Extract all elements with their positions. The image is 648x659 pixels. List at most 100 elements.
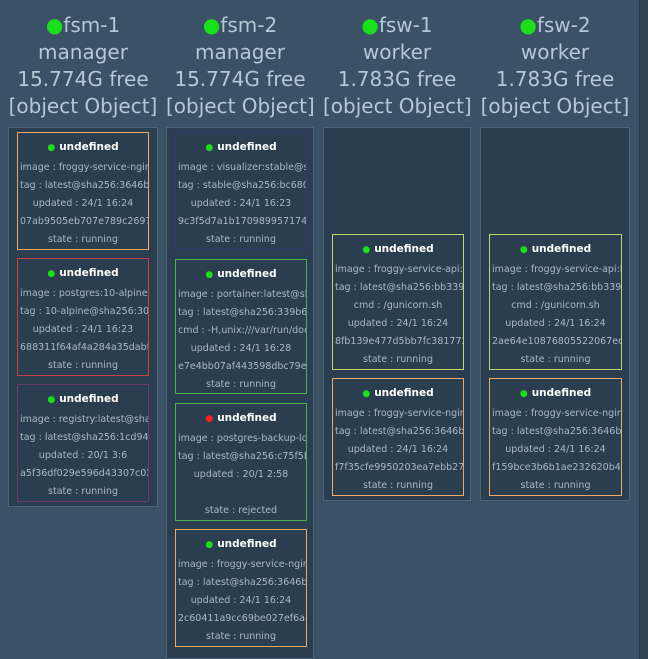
status-dot-icon: ● [519,13,537,37]
task-tag: tag : latest@sha256:3646bebb [335,426,463,437]
task-updated: updated : 24/1 16:24 [32,198,134,209]
task-state: state : running [206,631,276,642]
task-card[interactable]: ●undefined image : froggy-service-nginx:… [332,378,464,496]
node-role: manager [38,40,128,64]
task-tag: tag : latest@sha256:bb339d2b [492,282,621,293]
task-state: state : running [363,480,433,491]
task-state: state : running [48,234,118,245]
node-header: ●fsm-1 manager 15.774G free [object Obje… [8,12,158,120]
node-panel-fsw-1: ●undefined image : froggy-service-api:la… [323,127,471,501]
task-card[interactable]: ●undefined image : froggy-service-nginx:… [489,378,622,496]
running-status-icon: ● [205,270,214,280]
node-extra: [object Object] [166,94,315,118]
rejected-status-icon: ● [205,414,214,424]
task-image: image : registry:latest@sha256 [20,414,148,425]
task-updated: updated : 24/1 16:23 [32,324,134,335]
task-id: a5f36df029e596d43307c0293 [20,468,148,479]
running-status-icon: ● [205,143,214,153]
task-card[interactable]: ●undefined image : froggy-service-nginx:… [175,529,307,647]
task-image: image : froggy-service-nginx:la [178,559,306,570]
task-tag: tag : latest@sha256:3646bebb [492,426,621,437]
task-state: state : running [206,234,276,245]
status-dot-icon: ● [202,13,221,37]
task-card[interactable]: ●undefined image : visualizer:stable@sha… [175,132,307,250]
node-header: ●fsm-2 manager 15.774G free [object Obje… [166,12,315,120]
task-updated: updated : 20/1 3:6 [38,450,128,461]
task-id: 688311f64af4a284a35dabfef7 [20,342,148,353]
task-cmd: cmd : -H,unix:///var/run/docke [178,325,306,336]
node-header: ●fsw-2 worker 1.783G free [object Object… [480,12,630,120]
task-state: state : running [520,354,591,365]
node-extra: [object Object] [323,94,472,118]
task-title: undefined [374,243,434,255]
task-id: e7e4bb07af443598dbc79e575 [178,361,306,372]
task-title: undefined [531,243,592,255]
node-free-memory: 1.783G free [337,67,457,91]
task-tag: tag : stable@sha256:bc680132 [178,180,306,191]
task-image: image : postgres:10-alpine@sh [20,288,148,299]
running-status-icon: ● [205,540,214,550]
node-role: worker [520,40,590,64]
node-fsw-2: ●fsw-2 worker 1.783G free [object Object… [480,0,630,120]
running-status-icon: ● [362,245,371,255]
node-name: fsm-2 [220,13,278,37]
task-id: 9c3f5d7a1b170989957174ea9 [178,216,306,227]
task-cmd: cmd : /gunicorn.sh [511,300,600,311]
task-title: undefined [59,141,119,153]
task-title: undefined [217,538,277,550]
task-tag: tag : 10-alpine@sha256:30ac5 [20,306,148,317]
task-image: image : visualizer:stable@sha2 [178,162,306,173]
node-fsm-2: ●fsm-2 manager 15.774G free [object Obje… [166,0,315,120]
running-status-icon: ● [519,389,528,399]
running-status-icon: ● [47,269,56,279]
task-card[interactable]: ●undefined image : portainer:latest@sha2… [175,259,307,394]
task-id: f7f35cfe9950203ea7ebb277d9 [335,462,463,473]
task-updated: updated : 20/1 2:58 [193,469,289,480]
status-dot-icon: ● [361,13,379,37]
task-title: undefined [217,268,277,280]
task-updated: updated : 24/1 16:24 [505,444,606,455]
task-state: state : running [520,480,591,491]
task-image: image : portainer:latest@sha2 [178,289,306,300]
task-state: state : running [363,354,433,365]
task-tag: tag : latest@sha256:c75f5b45e [178,451,306,462]
task-updated: updated : 24/1 16:24 [190,595,292,606]
task-id: 8fb139e477d5bb7fc3817724b [335,336,463,347]
running-status-icon: ● [362,389,371,399]
task-card[interactable]: ●undefined image : postgres:10-alpine@sh… [17,258,149,376]
task-id: 2ae64e10876805522067ec66c [492,336,621,347]
vertical-scrollbar[interactable] [639,0,648,659]
task-updated: updated : 24/1 16:24 [505,318,606,329]
task-card[interactable]: ●undefined image : postgres-backup-local… [175,403,307,521]
node-header: ●fsw-1 worker 1.783G free [object Object… [323,12,472,120]
task-state: state : rejected [204,505,278,516]
task-updated: updated : 24/1 16:23 [190,198,292,209]
task-title: undefined [217,412,277,424]
task-state: state : running [48,360,118,371]
task-card[interactable]: ●undefined image : registry:latest@sha25… [17,384,149,502]
task-card[interactable]: ●undefined image : froggy-service-api:la… [489,234,622,370]
node-free-memory: 1.783G free [495,67,615,91]
task-id: 2c60411a9cc69be027ef6a8c3 [178,613,306,624]
task-card[interactable]: ●undefined image : froggy-service-nginx:… [17,132,149,250]
task-cmd: cmd : /gunicorn.sh [353,300,443,311]
node-name: fsm-1 [63,13,121,37]
task-card[interactable]: ●undefined image : froggy-service-api:la… [332,234,464,370]
node-role: worker [362,40,432,64]
task-id: f159bce3b6b1ae232620b466e [492,462,621,473]
node-extra: [object Object] [480,94,630,118]
running-status-icon: ● [519,245,528,255]
task-tag: tag : latest@sha256:bb339d2b [335,282,463,293]
node-extra: [object Object] [8,94,158,118]
task-title: undefined [59,393,119,405]
task-image: image : froggy-service-nginx:la [492,408,621,419]
task-image: image : froggy-service-api:late [492,264,621,275]
node-fsm-1: ●fsm-1 manager 15.774G free [object Obje… [8,0,158,120]
task-updated: updated : 24/1 16:28 [190,343,292,354]
task-updated: updated : 24/1 16:24 [347,318,449,329]
node-free-memory: 15.774G free [174,67,306,91]
task-title: undefined [217,141,277,153]
task-state: state : running [48,486,118,497]
node-name: fsw-2 [536,13,591,37]
node-free-memory: 15.774G free [17,67,149,91]
